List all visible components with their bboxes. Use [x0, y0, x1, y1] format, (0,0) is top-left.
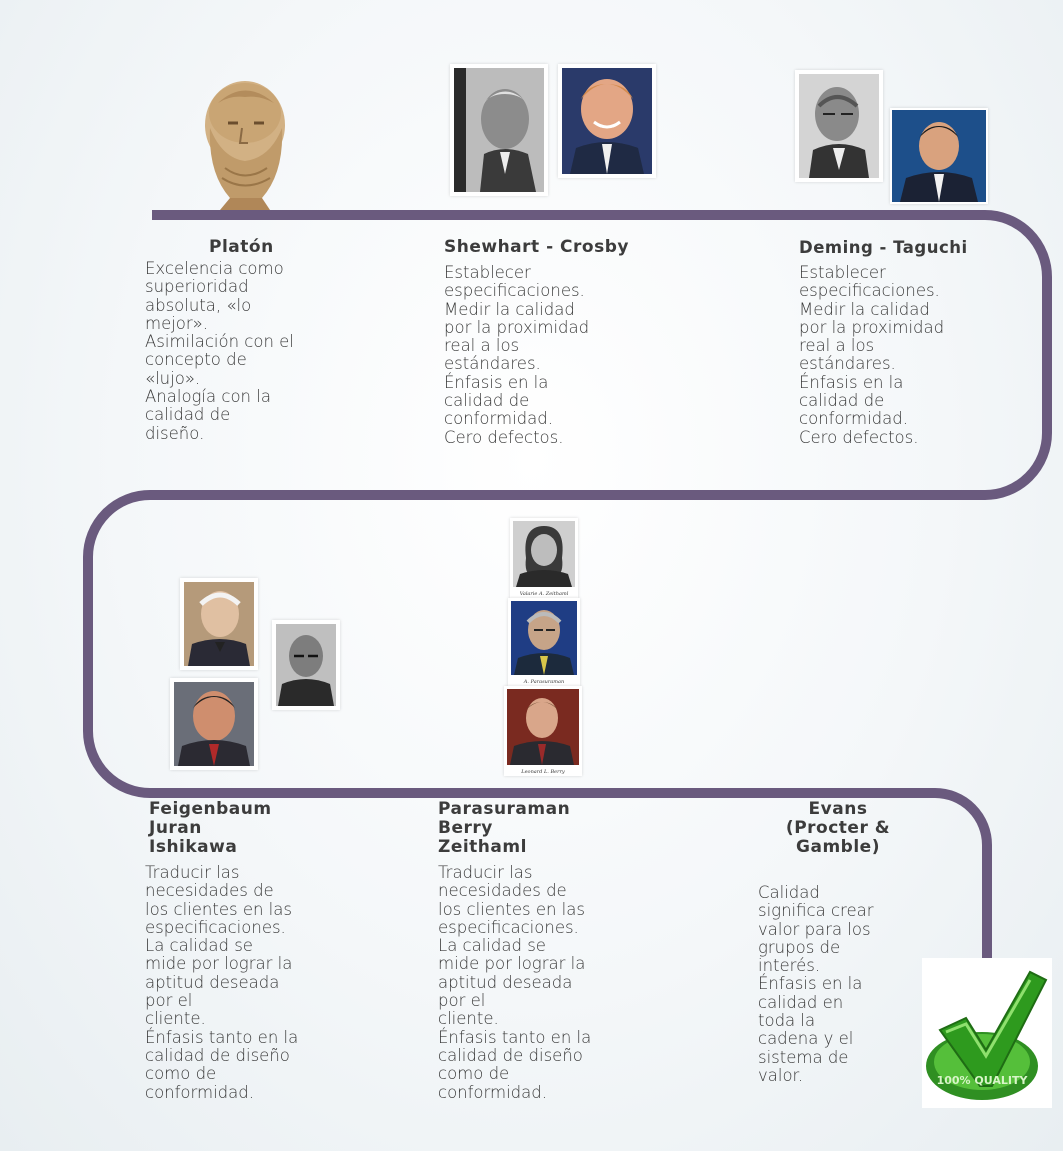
node-description: Establecer especificaciones. Medir la ca…	[799, 263, 945, 447]
node-title: Deming - Taguchi	[799, 238, 968, 257]
seal-text: 100% QUALITY	[937, 1074, 1029, 1087]
node-deming-taguchi: Deming - Taguchi Establecer especificaci…	[799, 238, 1009, 447]
node-description: Calidad significa crear valor para los g…	[758, 883, 874, 1085]
node-description: Traducir las necesidades de los clientes…	[438, 863, 592, 1102]
node-title: Parasuraman Berry Zeithaml	[438, 799, 571, 857]
node-plato: Platón Excelencia como superioridad abso…	[145, 238, 345, 443]
node-description: Traducir las necesidades de los clientes…	[145, 863, 299, 1102]
berry-caption: Leonard L. Berry	[521, 769, 565, 775]
node-title: Platón	[209, 237, 274, 257]
node-title: Feigenbaum Juran Ishikawa	[149, 799, 272, 857]
zeithaml-portrait: Valarie A. Zeithaml	[510, 518, 578, 598]
ishikawa-portrait	[170, 678, 258, 770]
zeithaml-caption: Valarie A. Zeithaml	[519, 591, 569, 597]
crosby-portrait	[558, 64, 656, 178]
taguchi-portrait	[890, 108, 988, 204]
node-title: Shewhart - Crosby	[444, 237, 629, 257]
parasuraman-portrait: A. Parasuraman	[508, 598, 580, 686]
feigenbaum-portrait	[180, 578, 258, 670]
node-parasuraman-berry-zeithaml: Parasuraman Berry Zeithaml Traducir las …	[438, 800, 648, 1102]
berry-portrait: Leonard L. Berry	[504, 686, 582, 776]
node-description: Establecer especificaciones. Medir la ca…	[444, 263, 590, 447]
node-description: Excelencia como superioridad absoluta, «…	[145, 259, 294, 443]
parasuraman-caption: A. Parasuraman	[523, 679, 565, 685]
node-shewhart-crosby: Shewhart - Crosby Establecer especificac…	[444, 238, 674, 447]
deming-portrait	[795, 70, 883, 182]
shewhart-portrait	[450, 64, 548, 196]
node-feigenbaum-juran-ishikawa: Feigenbaum Juran Ishikawa Traducir las n…	[145, 800, 355, 1102]
node-evans: Evans (Procter & Gamble) Calidad signifi…	[758, 800, 918, 1085]
node-title: Evans (Procter & Gamble)	[785, 799, 891, 857]
quality-check-seal-icon: 100% QUALITY	[922, 958, 1052, 1108]
plato-portrait	[190, 73, 298, 210]
juran-portrait	[272, 620, 340, 710]
